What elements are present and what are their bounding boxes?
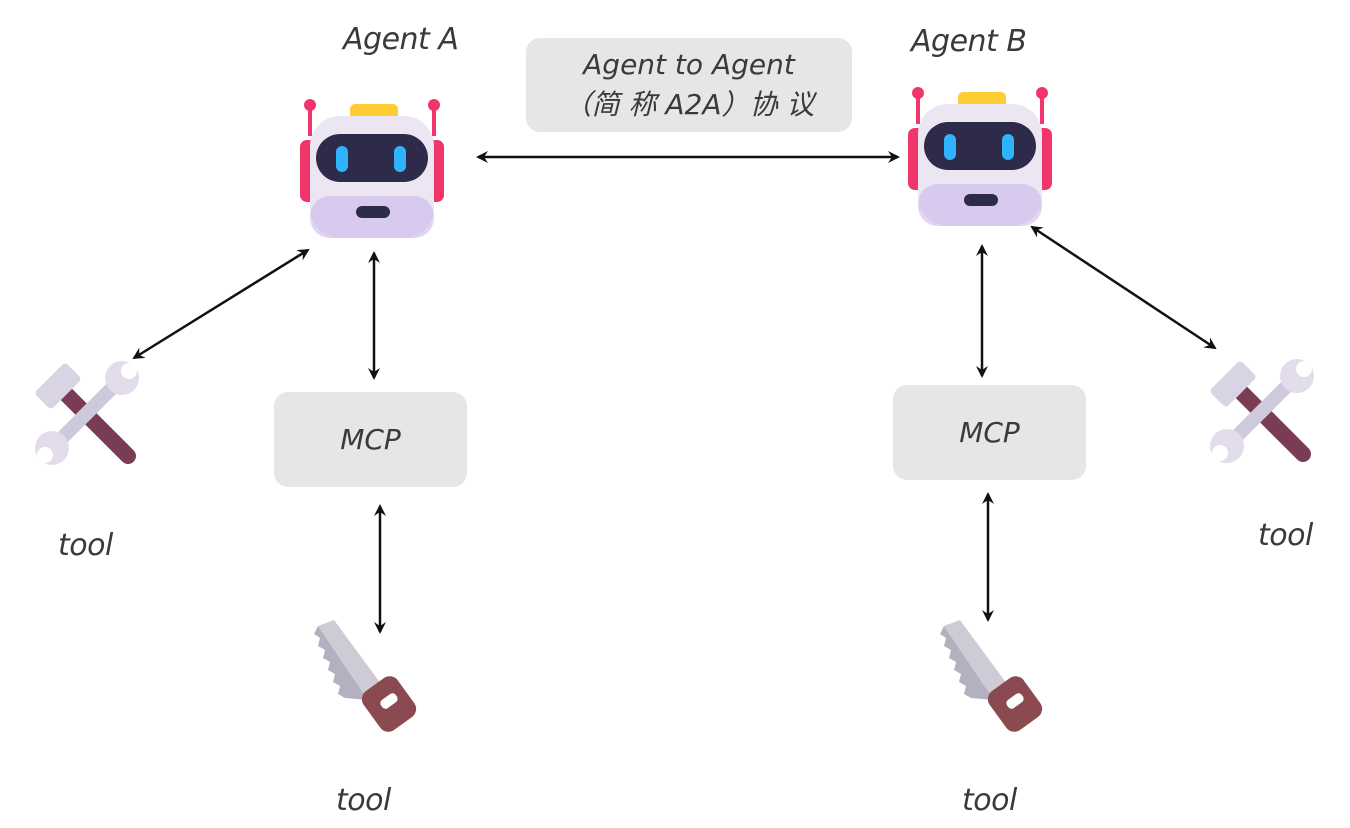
saw-icon (940, 620, 1043, 732)
mcp-box-right: MCP (893, 385, 1086, 480)
mcp-right-label: MCP (959, 416, 1020, 449)
agent-b-tool-arrow (1030, 225, 1217, 350)
a2a-protocol-box: Agent to Agent （简 称 A2A）协 议 (526, 38, 852, 132)
saw-icon (314, 620, 417, 732)
tool-label-right-wrench: tool (1258, 518, 1313, 553)
robot-icon (300, 99, 444, 238)
agent-a-tool-arrow (132, 248, 310, 360)
robot-icon (908, 87, 1052, 226)
tool-label-left-wrench: tool (58, 528, 113, 563)
hammer-and-wrench-icon (35, 361, 139, 465)
agent-b-label: Agent B (911, 24, 1027, 59)
mcp-box-left: MCP (274, 392, 467, 487)
tool-label-right-saw: tool (962, 783, 1017, 818)
mcp-left-label: MCP (340, 423, 401, 456)
hammer-and-wrench-icon (1210, 359, 1314, 463)
agent-a-label: Agent A (343, 22, 459, 57)
a2a-protocol-line2: （简 称 A2A）协 议 (563, 87, 815, 121)
a2a-protocol-line1: Agent to Agent (583, 47, 795, 81)
tool-label-left-saw: tool (336, 783, 391, 818)
